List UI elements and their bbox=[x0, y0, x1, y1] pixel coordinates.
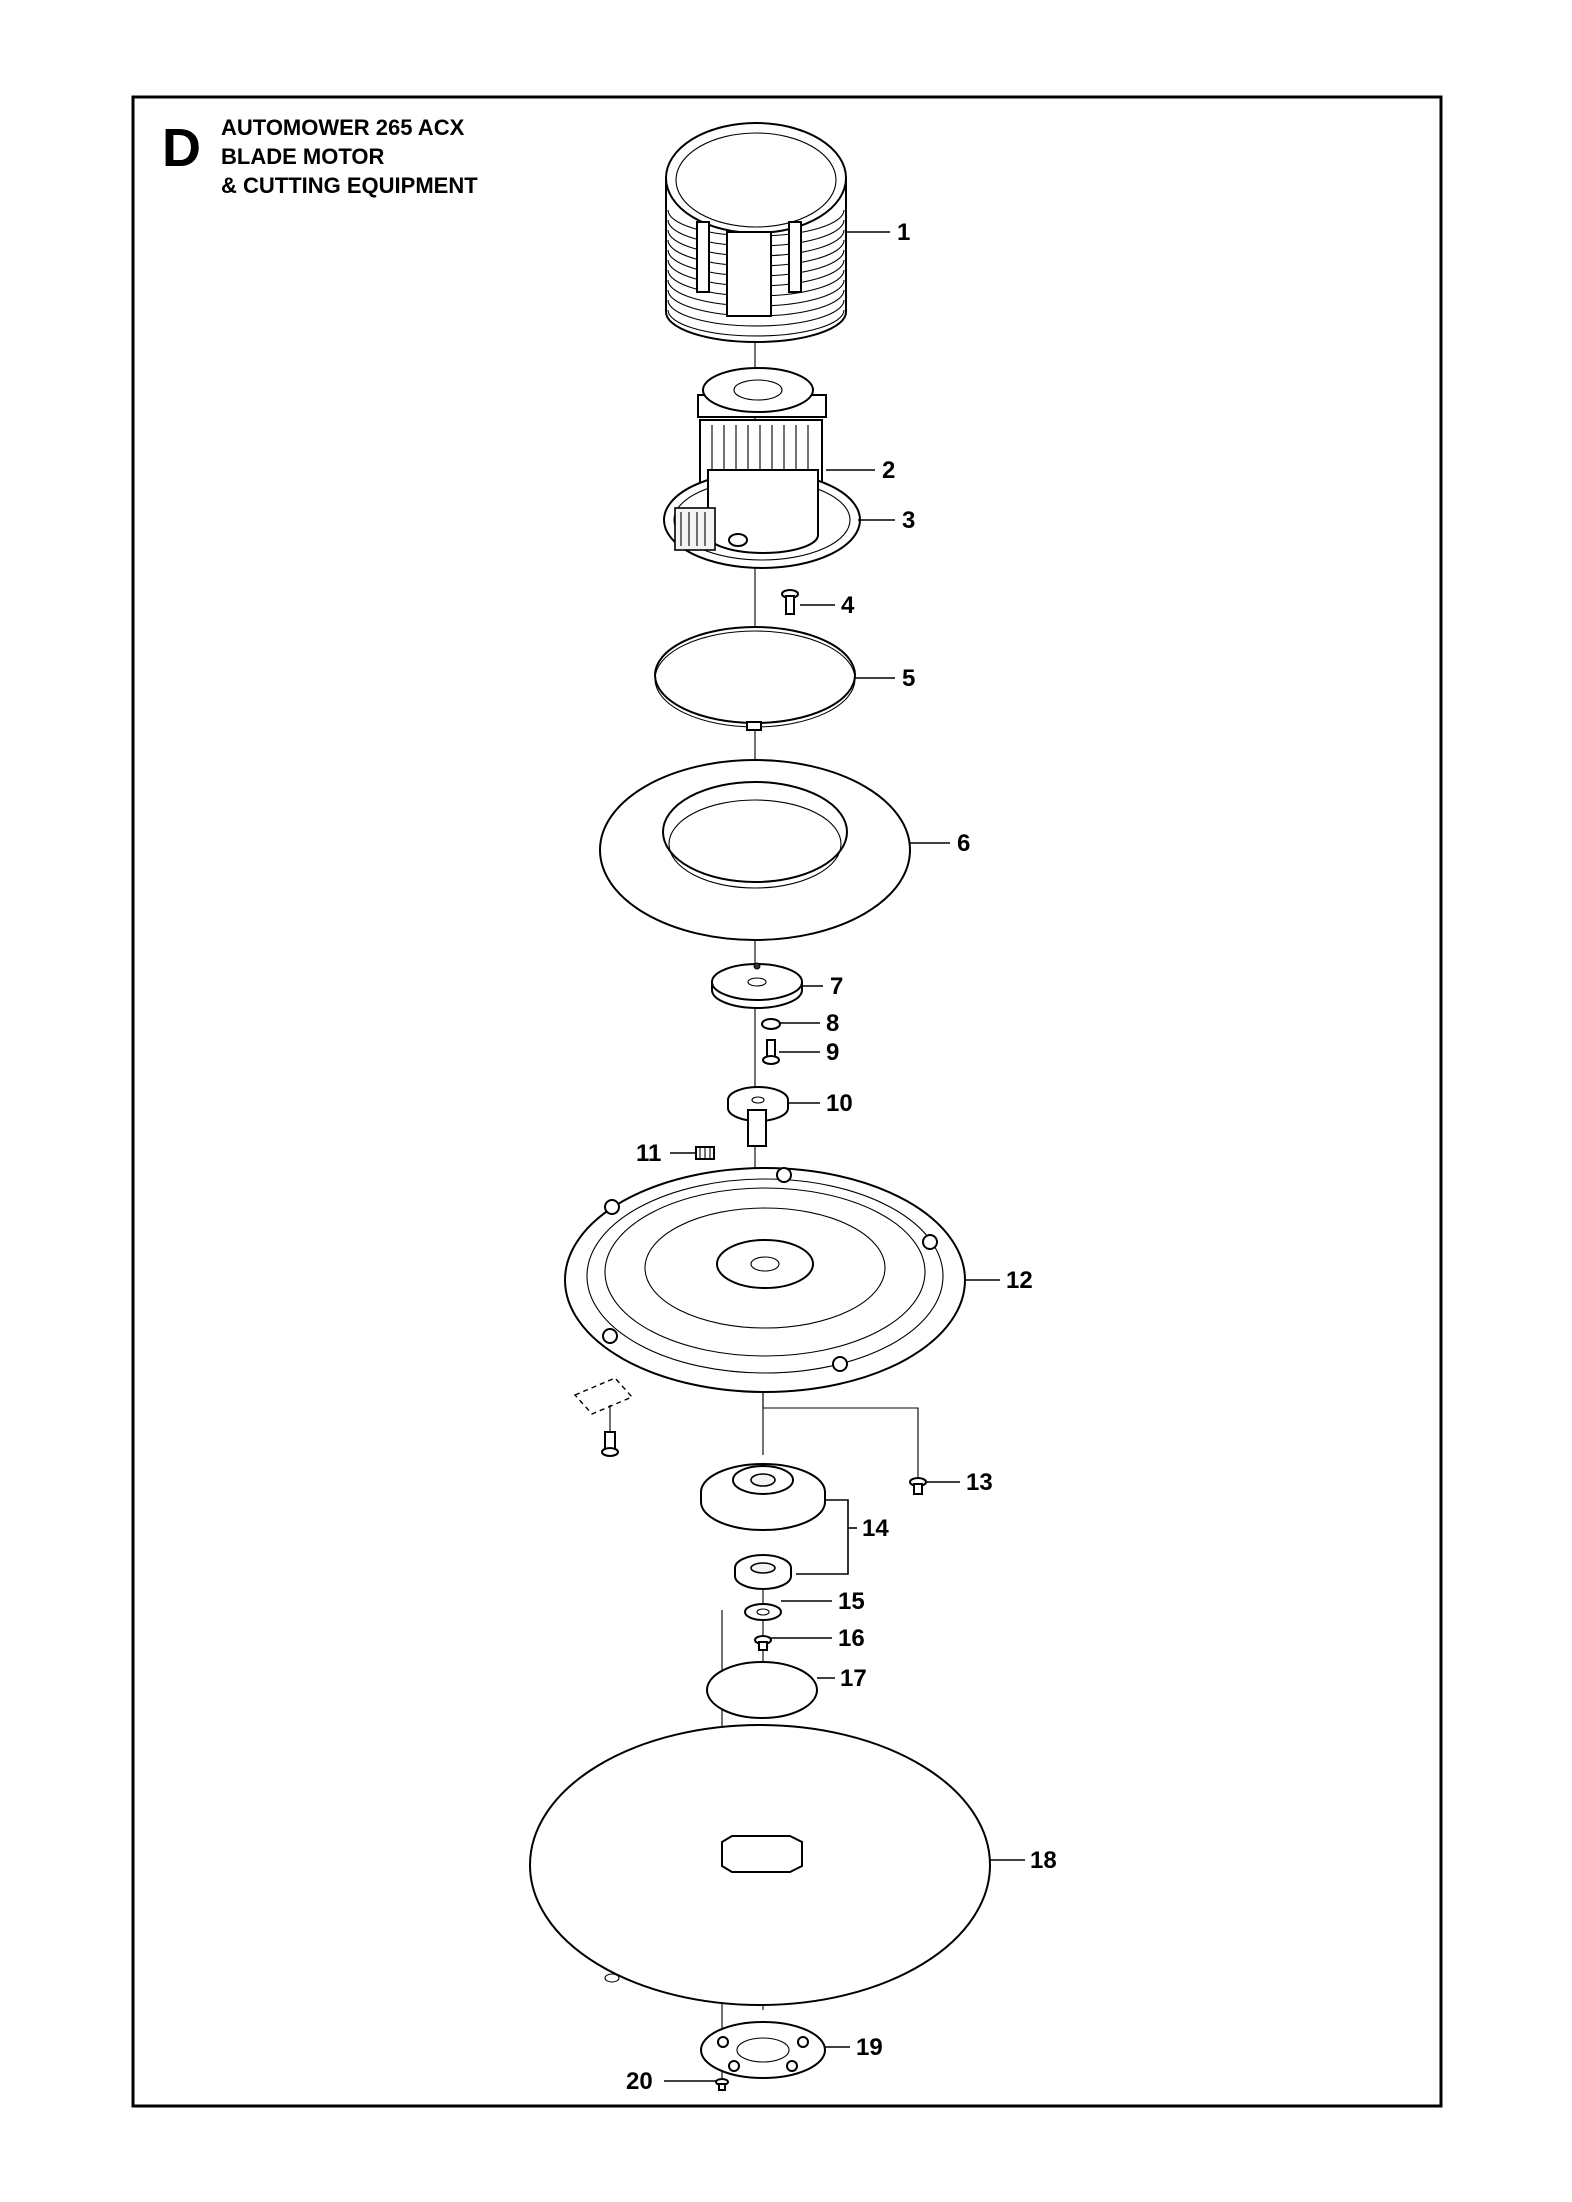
callout-2: 2 bbox=[882, 457, 895, 484]
callout-16: 16 bbox=[838, 1625, 865, 1652]
callout-9: 9 bbox=[826, 1039, 839, 1066]
part-14-bearing-housing bbox=[700, 1463, 826, 1531]
callout-11: 11 bbox=[636, 1140, 661, 1167]
callout-3: 3 bbox=[902, 507, 915, 534]
part-8-washer bbox=[761, 1018, 781, 1030]
callout-20: 20 bbox=[626, 2068, 653, 2095]
clip-and-screw-detail bbox=[573, 1377, 634, 1457]
title-line-2: BLADE MOTOR bbox=[221, 144, 384, 169]
part-11-set-screw bbox=[695, 1146, 715, 1160]
drawing-frame bbox=[131, 95, 1443, 2108]
callout-19: 19 bbox=[856, 2034, 883, 2061]
callout-5: 5 bbox=[902, 665, 915, 692]
part-14-bracket-line bbox=[796, 1499, 849, 1575]
part-17-cover-disc bbox=[706, 1661, 818, 1719]
callout-1: 1 bbox=[897, 219, 910, 246]
part-16-screw bbox=[754, 1635, 772, 1651]
leader-lines bbox=[664, 231, 1025, 2082]
callout-labels: 1 2 3 4 5 6 7 8 9 10 11 12 13 14 15 16 1… bbox=[626, 219, 1057, 2095]
part-6-cover-ring bbox=[599, 759, 911, 941]
title-line-3: & CUTTING EQUIPMENT bbox=[221, 173, 478, 198]
callout-14: 14 bbox=[862, 1515, 889, 1542]
callout-17: 17 bbox=[840, 1665, 867, 1692]
callout-10: 10 bbox=[826, 1090, 853, 1117]
part-12-blade-motor-plate bbox=[564, 1167, 966, 1393]
part-7-hub-plate bbox=[711, 962, 803, 1009]
callout-18: 18 bbox=[1030, 1847, 1057, 1874]
part-15-washer bbox=[744, 1603, 782, 1621]
part-5-seal-ring bbox=[654, 626, 856, 731]
callout-6: 6 bbox=[957, 830, 970, 857]
part-14-bearing bbox=[734, 1554, 792, 1590]
part-13-screw bbox=[909, 1477, 927, 1495]
part-20-screw bbox=[715, 2078, 729, 2091]
title-line-1: AUTOMOWER 265 ACX bbox=[221, 115, 465, 140]
callout-8: 8 bbox=[826, 1010, 839, 1037]
part-1-motor-housing bbox=[665, 122, 847, 343]
part-4-screw bbox=[781, 589, 799, 615]
part-18-skid-plate bbox=[529, 1724, 991, 2006]
callout-4: 4 bbox=[841, 592, 855, 619]
part-3-motor-base-plate bbox=[663, 469, 861, 569]
callout-13: 13 bbox=[966, 1469, 993, 1496]
callout-7: 7 bbox=[830, 973, 843, 1000]
part-9-screw bbox=[762, 1039, 780, 1065]
part-10-shaft-hub bbox=[727, 1086, 789, 1147]
part-19-blade-hub bbox=[700, 2021, 826, 2079]
section-letter: D bbox=[162, 118, 201, 178]
callout-15: 15 bbox=[838, 1588, 865, 1615]
callout-12: 12 bbox=[1006, 1267, 1033, 1294]
